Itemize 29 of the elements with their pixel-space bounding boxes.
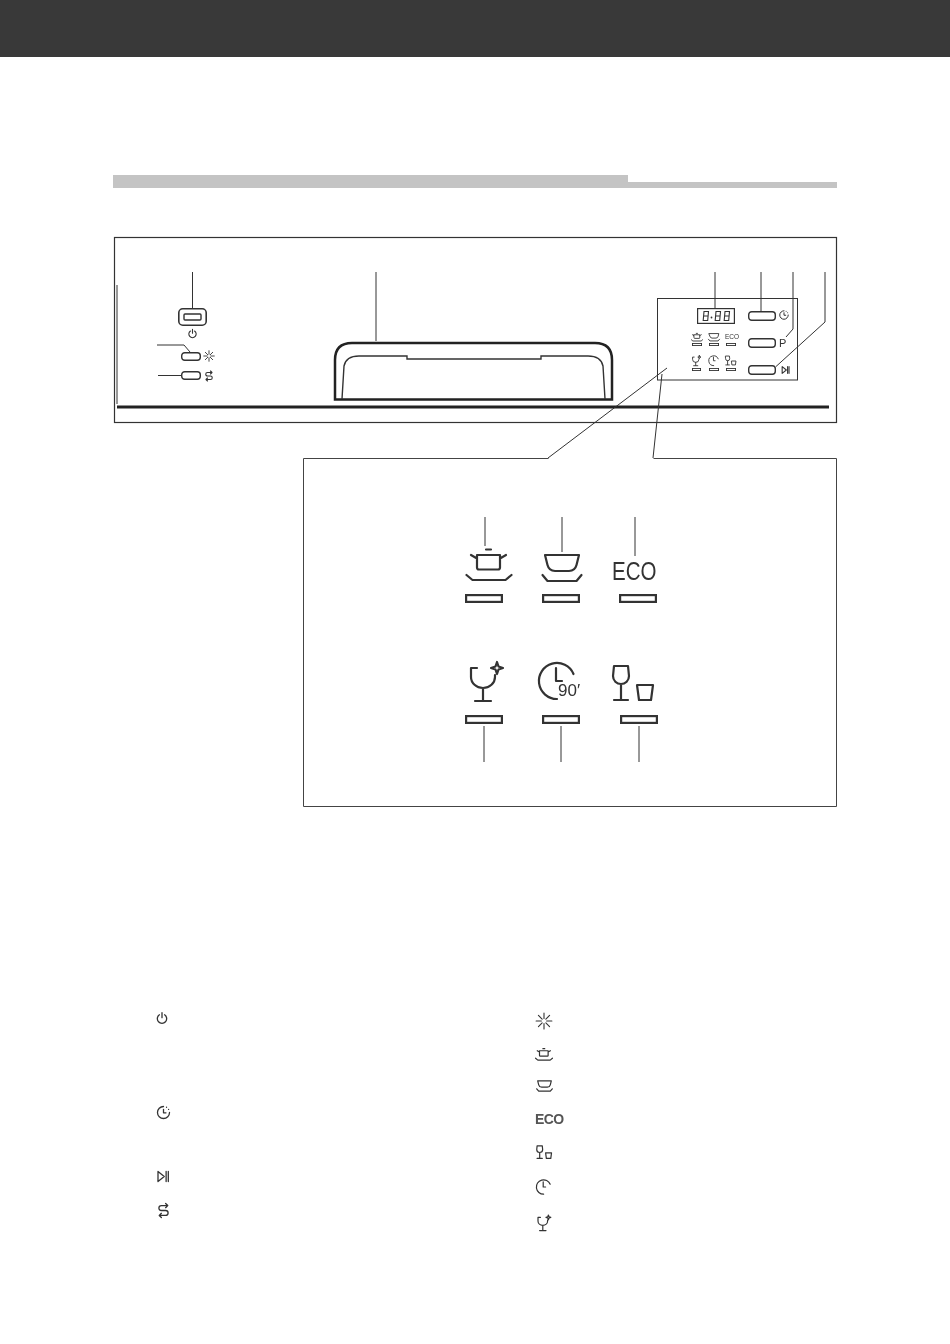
leader-line (638, 725, 640, 763)
leader-line (157, 375, 182, 376)
leader-line (375, 271, 377, 342)
leader-line (560, 725, 562, 763)
leader-line (775, 271, 826, 367)
push-button (748, 365, 776, 375)
leader-line (760, 271, 762, 312)
indicator-lamp (181, 352, 201, 361)
glass-sparkle-indicator-icon (463, 660, 507, 726)
digital-display (697, 308, 735, 324)
leader-line (561, 516, 563, 553)
leader-line (714, 271, 716, 309)
door-handle (333, 341, 614, 401)
program-label: ECO (612, 559, 657, 584)
leader-line (192, 271, 193, 309)
power-button (178, 308, 207, 326)
button-label: P (779, 337, 787, 349)
program-label: ECO (535, 1112, 564, 1126)
leader-line (634, 516, 636, 557)
leader-line (156, 344, 191, 353)
bowl-indicator-icon (540, 552, 584, 605)
leader-line (785, 271, 794, 338)
duration-label: 90′ (558, 682, 581, 699)
push-button (748, 311, 776, 321)
pot-indicator-icon (463, 546, 515, 605)
glasses-indicator-icon (610, 664, 658, 726)
leader-line (483, 725, 485, 763)
indicator-lamp (181, 371, 201, 380)
leader-line (484, 516, 486, 547)
